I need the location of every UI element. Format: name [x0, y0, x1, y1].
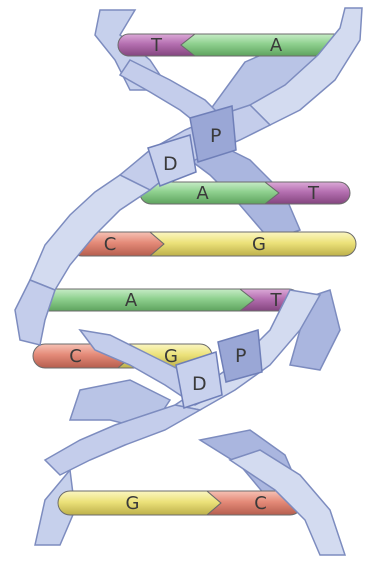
backbone-label: P — [235, 345, 246, 367]
backbone-label: D — [192, 373, 207, 395]
base-letter: A — [270, 35, 283, 56]
base-letter: T — [307, 183, 320, 204]
base-letter: C — [104, 234, 117, 255]
base-letter: C — [69, 346, 82, 367]
base-letter: C — [254, 493, 267, 514]
base-segment-adenine — [22, 289, 254, 311]
backbone-label: D — [163, 153, 178, 175]
base-letter: G — [252, 234, 266, 255]
base-segment-guanine — [58, 491, 221, 515]
base-letter: A — [196, 183, 209, 204]
base-letter: A — [125, 290, 138, 311]
base-letter: T — [150, 35, 163, 56]
backbone-label: P — [210, 125, 221, 147]
base-letter: G — [126, 493, 140, 514]
backbone-segment — [15, 280, 55, 345]
